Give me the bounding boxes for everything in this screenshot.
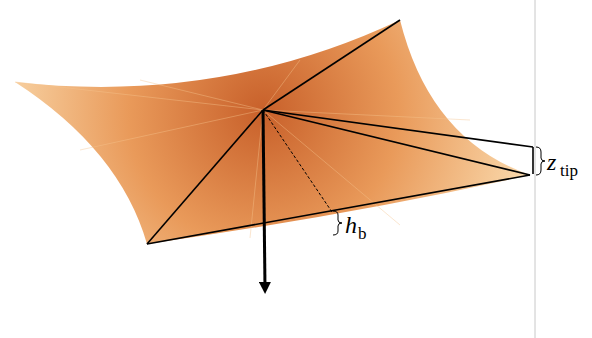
frame-lines bbox=[147, 20, 533, 244]
surface-facets bbox=[15, 60, 470, 238]
load-arrow bbox=[263, 110, 265, 288]
reference-line bbox=[535, 0, 536, 338]
variable-symbol: z bbox=[547, 150, 556, 174]
height-line bbox=[263, 110, 332, 212]
brace bbox=[333, 211, 342, 235]
variable-symbol: h bbox=[345, 213, 357, 237]
variable-subscript: tip bbox=[560, 162, 578, 179]
brace bbox=[536, 147, 545, 175]
variable-subscript: b bbox=[358, 225, 367, 242]
saddle-surface bbox=[15, 20, 530, 244]
